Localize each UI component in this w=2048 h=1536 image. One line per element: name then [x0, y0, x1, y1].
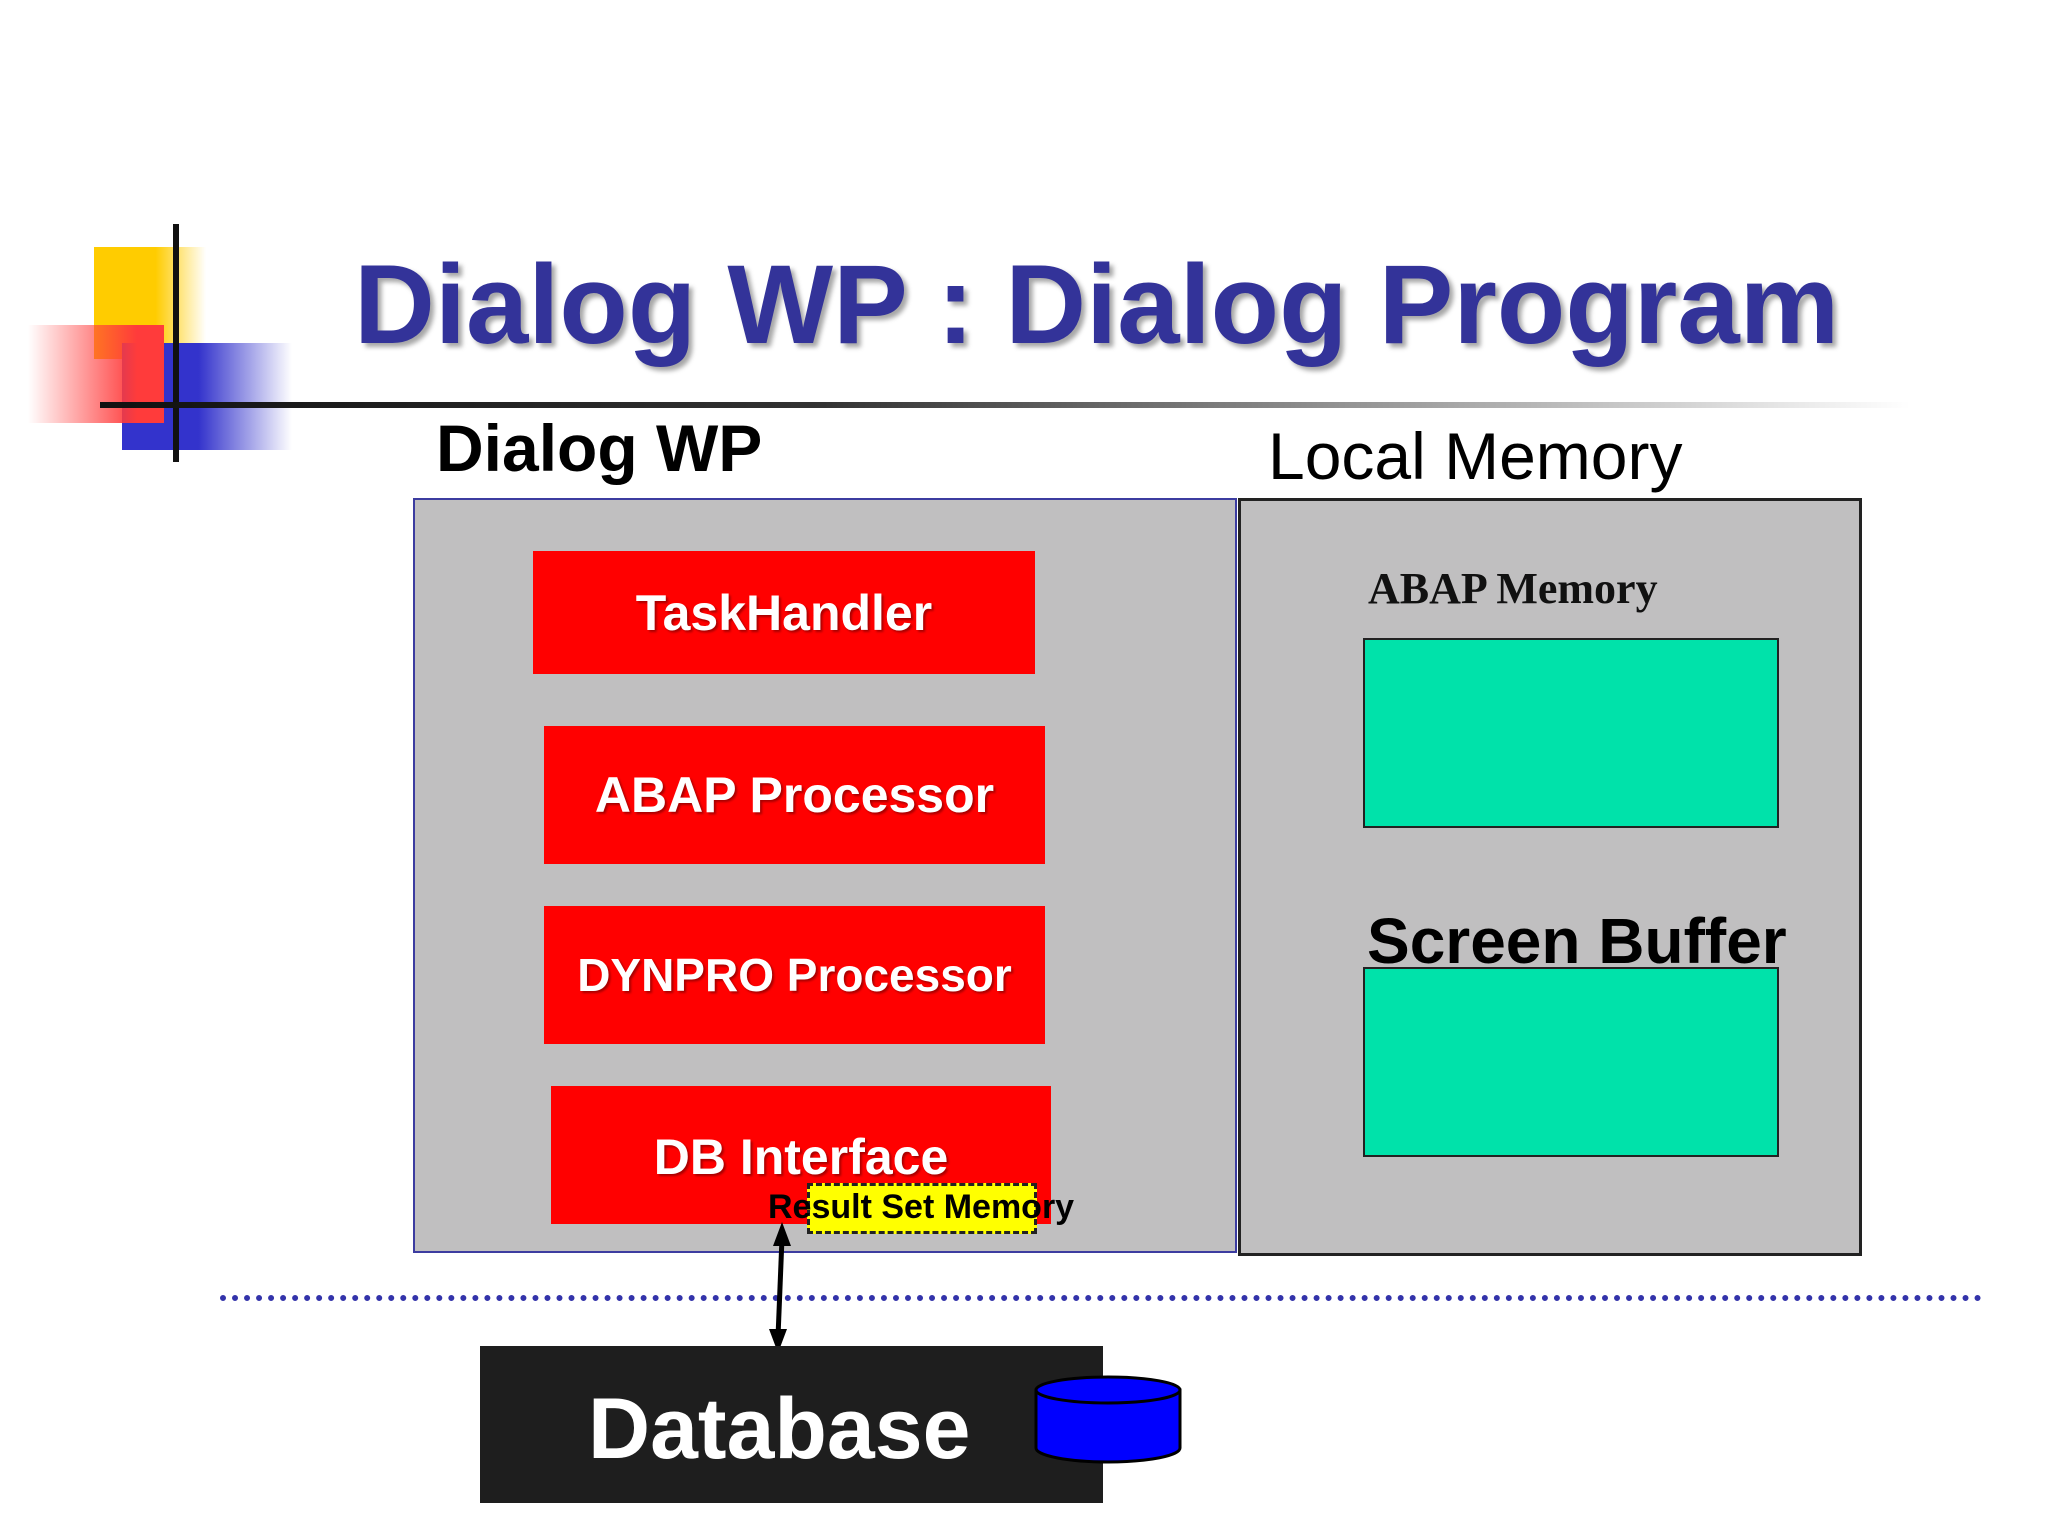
abap-memory-box [1363, 638, 1779, 828]
result-set-memory-box [807, 1183, 1037, 1234]
dialog-wp-heading: Dialog WP [436, 411, 763, 485]
dotted-divider [220, 1295, 1982, 1301]
dynpro-processor-box: DYNPRO Processor [544, 906, 1045, 1044]
logo-vertical-line [173, 224, 179, 462]
screen-buffer-box [1363, 967, 1779, 1157]
result-set-memory-label: Result Set Memory [768, 1188, 1075, 1226]
taskhandler-box: TaskHandler [533, 551, 1035, 674]
logo-red-square [28, 325, 164, 423]
db-interface-box: DB Interface [551, 1086, 1051, 1224]
database-label: Database [588, 1381, 971, 1477]
title-rule [100, 402, 1910, 408]
double-headed-arrow-icon [769, 1222, 791, 1353]
abap-processor-box: ABAP Processor [544, 726, 1045, 864]
page-title: Dialog WP : Dialog Program [354, 242, 1840, 367]
abap-memory-label: ABAP Memory [1368, 564, 1658, 613]
screen-buffer-label: Screen Buffer [1367, 905, 1787, 977]
database-box [480, 1346, 1103, 1503]
database-cylinder-icon [1034, 1375, 1182, 1464]
local-memory-heading: Local Memory [1268, 419, 1683, 493]
